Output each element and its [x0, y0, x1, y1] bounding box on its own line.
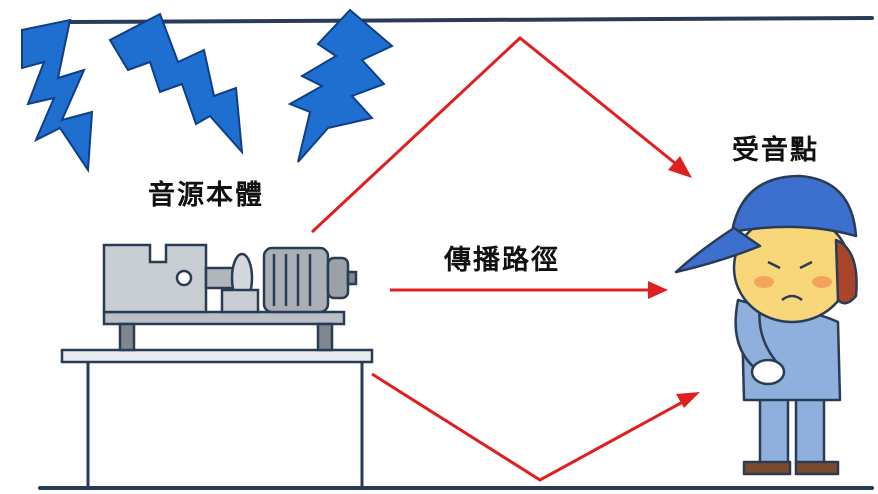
top-frame-line: [68, 16, 874, 24]
machine-icon: [102, 243, 358, 352]
propagation-path-label: 傳播路徑: [444, 245, 560, 276]
lightning-bolt-icon: [108, 12, 244, 155]
worker-icon: [674, 174, 858, 476]
machine-stand: [60, 348, 374, 486]
lightning-bolt-icon: [21, 18, 94, 173]
receiver-label: 受音點: [732, 135, 819, 166]
upper-propagation-arrow: [310, 36, 692, 234]
sound-source-label: 音源本體: [148, 180, 264, 211]
lightning-bolt-icon: [287, 8, 394, 163]
lower-propagation-arrow: [371, 372, 700, 482]
direct-propagation-arrow: [390, 281, 668, 299]
